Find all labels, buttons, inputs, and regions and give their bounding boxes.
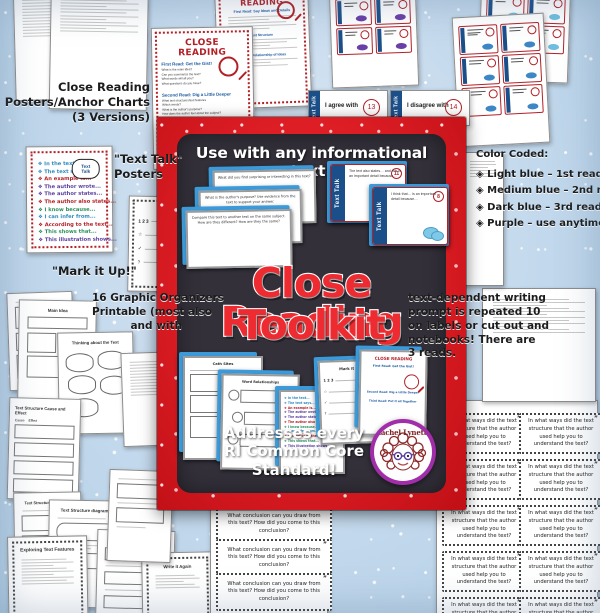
text-talk-card-frame: Text Talk 8 I think that… is an importan… [369,184,449,246]
question-card-stack: Compare this text to another text on the… [181,205,293,269]
text-talk-stem: ❖ The author also states... [37,198,117,206]
poster-bullet: What questions do you have? [161,80,202,86]
hero-stem: ❖ The author states... [284,415,323,420]
hero-stem: ❖ The author wrote... [284,410,322,415]
mark-symbol: ☆ [138,231,143,237]
hero-stem: ❖ The author also states... [284,419,331,424]
hero-stem: ❖ According to the text... [284,434,329,439]
text-talk-stem: ❖ I know because... [38,206,96,213]
card-tab-label: Text Talk [373,188,387,244]
question-card: ”In what ways did the text structure tha… [442,551,526,592]
worksheet-sheet [482,288,596,402]
hero-stem: ❖ In the text... [284,396,310,400]
callout-posters: Close Reading Posters/Anchor Charts (3 V… [4,80,150,125]
close-reading-toolkit-cover: Use with any informational text! What di… [157,117,466,510]
quote-mark-icon: ” [323,541,327,548]
text-talk-stem: ❖ This shows that... [38,229,97,236]
agree-label: I agree with [325,103,359,109]
cover-footer: Addresses every RI Common Core Standard! [223,424,365,479]
question-card-sheet: ” What conclusion can you draw from this… [210,498,332,613]
mark-symbol: 1 2 3 [138,218,149,224]
text-talk-poster: Text Talk ❖ In the text...❖ The text say… [25,145,117,254]
hero-stem-list: ❖ In the text...❖ The text says...❖ An e… [284,396,340,449]
question-card: ” What conclusion can you draw from this… [216,505,332,543]
mark-symbol: ? [137,259,141,265]
card-number: 13 [363,99,380,116]
question-card: ” What conclusion can you draw from this… [216,539,332,577]
callout-mark-it-up: "Mark it Up!" [52,264,137,278]
card-tab-label: Text Talk [331,165,345,221]
callout-color-coded: Color Coded: ◈ Light blue – 1st read ◈ M… [476,149,600,229]
quote-mark-icon: ” [323,575,327,582]
organizer-title: Text Structure Cause and Effect [14,405,66,416]
hero-stem: ❖ I can infer from... [284,429,319,434]
task-card-sheet [327,0,420,89]
cover-dark-panel: Use with any informational text! What di… [177,134,449,493]
quote-mark-icon: ” [594,415,598,422]
callout-text-talk: "Text Talk" Posters [114,152,183,182]
worksheet-sheet [462,152,504,286]
quote-mark-icon: ” [594,507,598,514]
worksheet-title: Exploring Text Features [20,547,75,554]
card-number: 8 [433,191,444,202]
quote-mark-icon: ” [323,507,327,514]
question-card: ”In what ways did the text structure tha… [519,413,600,454]
organizer-title: Thinking about the Text [71,339,119,346]
card-body: I think that… is an important detail bec… [391,192,436,202]
question-card: ”In what ways did the text structure tha… [519,597,600,613]
question-card: ”In what ways did the text structure tha… [442,597,526,613]
question-card: ”In what ways did the text structure tha… [519,505,600,546]
worksheet-title: Write it Again [163,563,192,570]
organizer-title: Main Idea [47,307,68,314]
card-body: The text also states… and this is an imp… [349,169,401,179]
text-talk-stem: ❖ I can infer from... [38,213,96,221]
question-card: ”In what ways did the text structure tha… [519,459,600,500]
brand-logo-badge: Rachel Lynette [370,419,436,485]
disagree-label: I disagree with [407,103,449,109]
text-talk-stem: ❖ The author states... [37,191,103,198]
task-card-sheet [451,12,551,148]
text-talk-card: Text Talk 8 I think that… is an importan… [372,187,448,245]
avatar-face-icon [379,432,427,471]
text-talk-stem: ❖ The author wrote... [37,183,102,191]
hero-stem: ❖ This shows that... [284,439,319,444]
text-talk-stem: ❖ According to the text... [38,221,113,229]
cover-title-line1: Close Reading [219,259,404,347]
poster-heading: CLOSE READING [178,37,227,59]
callout-writing-prompts: text-dependent writing prompt is repeate… [408,292,550,360]
hero-stem: ❖ This illustration shows... [284,443,331,448]
callout-graphic-organizers: 16 Graphic Organizers Printable (most al… [92,292,225,332]
worksheet-sheet: Exploring Text Features [7,535,89,613]
text-talk-stem: ❖ This illustration shows... [38,236,117,244]
question-card: ”In what ways did the text structure tha… [519,551,600,592]
hero-stem: ❖ I know because... [284,424,319,429]
quote-mark-icon: ” [594,553,598,560]
question-card: ” What conclusion can you draw from this… [216,573,332,611]
card-number: 11 [391,168,402,179]
magnifier-icon [403,374,420,390]
mark-symbol: ✓ [137,245,142,251]
cover-title-line2: Toolkit [237,301,387,349]
hero-stem: ❖ An example is... [284,405,316,410]
quote-mark-icon: ” [594,599,598,606]
quote-mark-icon: ” [594,461,598,468]
card-number: 14 [445,99,462,116]
hero-stem: ❖ The text says... [284,400,315,405]
text-talk-badge: Text Talk [71,158,100,179]
brand-name: Rachel Lynette [375,428,431,437]
question-card: ”In what ways did the text structure tha… [442,505,526,546]
